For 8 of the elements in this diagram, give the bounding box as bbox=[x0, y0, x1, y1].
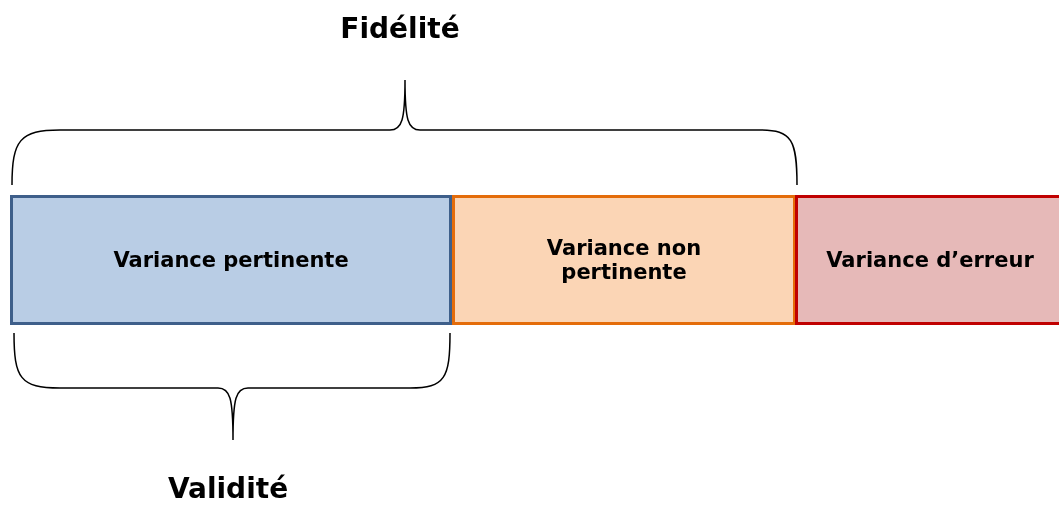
box-label: Variance pertinente bbox=[112, 248, 350, 272]
brace-label: Validité bbox=[167, 472, 289, 505]
brace-label: Fidélité bbox=[340, 12, 460, 45]
variance-box bbox=[10, 195, 452, 325]
variance-box bbox=[795, 195, 1059, 325]
box-label: Variance non pertinente bbox=[545, 236, 703, 284]
variance-box bbox=[452, 195, 796, 325]
box-label: Variance d’erreur bbox=[825, 248, 1035, 272]
